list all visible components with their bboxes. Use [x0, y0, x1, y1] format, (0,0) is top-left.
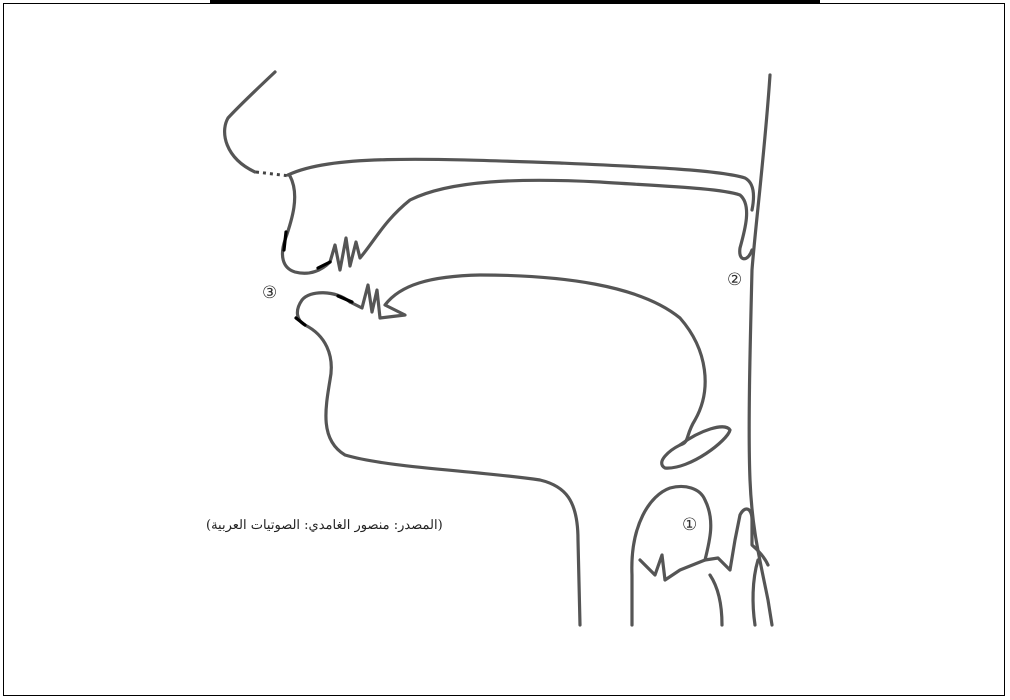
upper-lip-mark: [284, 232, 286, 250]
nose-outline: [225, 72, 275, 172]
upper-lip-outline: [282, 176, 330, 273]
esophagus-line: [753, 560, 758, 625]
marker-larynx: ①: [682, 515, 697, 535]
trachea-outline: [710, 575, 722, 625]
tongue-outline: [350, 275, 705, 445]
nostril-dotted: [256, 172, 290, 176]
source-caption: (المصدر: منصور الغامدي: الصوتيات العربية…: [206, 518, 443, 533]
marker-velum: ②: [727, 270, 742, 290]
larynx-outline: [632, 487, 711, 626]
nasal-cavity-outline: [288, 159, 754, 210]
upper-teeth-outline: [330, 180, 752, 270]
epiglottis-outline: [662, 427, 730, 468]
marker-lips: ③: [262, 283, 277, 303]
lower-lip-outline: [297, 293, 580, 625]
